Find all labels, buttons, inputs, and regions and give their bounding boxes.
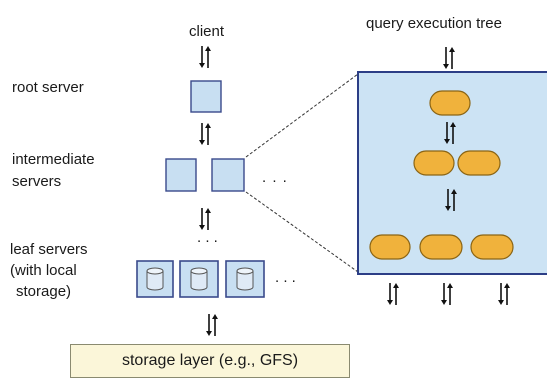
disk-icon	[190, 267, 208, 291]
root-server-box	[190, 80, 222, 113]
bidirectional-arrow-icon	[199, 122, 211, 146]
leaf-servers-label-line3: storage)	[16, 283, 72, 300]
leaf-vertical-ellipsis: . . .	[197, 229, 218, 246]
leaf-server	[179, 260, 219, 298]
bidirectional-arrow-icon	[199, 45, 211, 69]
intermediate-servers-label-line1: intermediate	[12, 151, 95, 168]
bidirectional-arrow-icon	[199, 207, 211, 231]
tree-leaf-node	[369, 234, 411, 260]
leaf-servers-label-line1: leaf servers	[10, 241, 88, 258]
bidirectional-arrow-icon	[206, 313, 218, 337]
zoom-line-top	[245, 73, 359, 158]
bidirectional-arrow-icon	[441, 282, 453, 306]
client-label: client	[189, 23, 225, 40]
intermediate-ellipsis: . . .	[262, 169, 288, 186]
tree-intermediate-node	[413, 150, 455, 176]
leaf-ellipsis: . . .	[275, 269, 296, 286]
intermediate-servers-label-line2: servers	[12, 173, 62, 190]
query-execution-tree-label: query execution tree	[366, 15, 502, 32]
bidirectional-arrow-icon	[498, 282, 510, 306]
bidirectional-arrow-icon	[387, 282, 399, 306]
bidirectional-arrow-icon	[443, 46, 455, 70]
tree-intermediate-node	[457, 150, 501, 176]
tree-leaf-node	[419, 234, 463, 260]
tree-root-node	[429, 90, 471, 116]
root-server-label: root server	[12, 79, 84, 96]
storage-layer-label: storage layer (e.g., GFS)	[121, 352, 299, 369]
intermediate-server-box	[165, 158, 197, 192]
disk-icon	[146, 267, 164, 291]
tree-leaf-node	[470, 234, 514, 260]
storage-layer-box: storage layer (e.g., GFS)	[70, 344, 350, 378]
disk-icon	[236, 267, 254, 291]
intermediate-server-box	[211, 158, 245, 192]
zoom-line-bottom	[245, 191, 359, 273]
leaf-servers-label-line2: (with local	[10, 262, 77, 279]
leaf-server	[225, 260, 265, 298]
leaf-server	[136, 260, 174, 298]
